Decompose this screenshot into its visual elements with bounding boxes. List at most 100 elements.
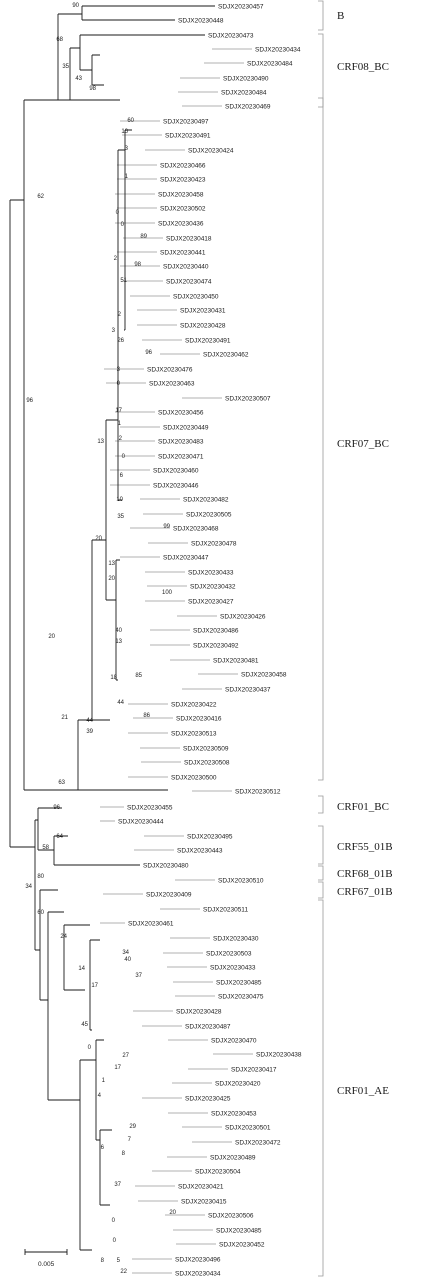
tree-branch [63,924,90,991]
tree-branch [39,889,58,1001]
leaf-label: SDJX20230457 [218,3,264,10]
tree-branch [69,47,120,101]
bootstrap-value: 14 [78,966,85,972]
leaf-label: SDJX20230480 [143,862,189,869]
bootstrap-value: 60 [37,910,44,916]
scale-bar: 0.005 [24,1249,68,1268]
bootstrap-value: 40 [124,957,131,963]
leaf-label: SDJX20230432 [190,583,236,590]
bootstrap-value: 0 [88,1045,92,1051]
leaf-label: SDJX20230502 [160,205,206,212]
leaf-label: SDJX20230458 [158,191,204,198]
tree-branch [9,199,35,848]
leaf-label: SDJX20230415 [181,1198,227,1205]
leaf-label: SDJX20230450 [173,293,219,300]
bootstrap-value: 51 [120,278,127,284]
leaf-label: SDJX20230473 [208,32,254,39]
tree-branch [91,539,110,721]
clade-bracket [318,825,324,865]
bootstrap-value: 35 [117,514,124,520]
leaf-label: SDJX20230420 [215,1080,261,1087]
leaf-label: SDJX20230476 [147,366,193,373]
leaf-label: SDJX20230446 [153,482,199,489]
tree-branch [77,719,168,791]
clade-label: CRF55_01B [337,841,393,853]
bootstrap-value: 89 [140,234,147,240]
bootstrap-value: 0 [113,1238,117,1244]
bootstrap-value: 96 [53,805,60,811]
leaf-label: SDJX20230444 [118,818,164,825]
tree-branch [79,34,205,71]
leaf-label: SDJX20230470 [211,1037,257,1044]
bootstrap-value: 13 [108,561,115,567]
bootstrap-value: 45 [81,1022,88,1028]
bootstrap-value: 1 [125,174,129,180]
bootstrap-value: 1 [118,421,122,427]
leaf-label: SDJX20230449 [163,424,209,431]
bootstrap-value: 18 [110,675,117,681]
tree-branch [34,819,40,951]
leaf-label: SDJX20230453 [211,1110,257,1117]
bootstrap-value: 4 [98,1093,102,1099]
clade-bracket [318,865,324,881]
bootstrap-value: 6 [101,1145,105,1151]
bootstrap-value: 3 [125,146,129,152]
leaf-label: SDJX20230421 [178,1183,224,1190]
leaf-label: SDJX20230426 [220,613,266,620]
leaf-label: SDJX20230440 [163,263,209,270]
tree-branch [117,149,125,501]
leaf-label: SDJX20230503 [206,950,252,957]
leaf-label: SDJX20230485 [216,1227,262,1234]
leaf-label: SDJX20230468 [173,525,219,532]
tree-branch [37,807,62,851]
bootstrap-value: 96 [145,350,152,356]
tree-branch [95,1039,104,1141]
bootstrap-value: 62 [37,194,44,200]
leaf-label: SDJX20230418 [166,235,212,242]
tree-branch [57,13,82,101]
leaf-label: SDJX20230489 [210,1154,256,1161]
leaf-label: SDJX20230509 [183,745,229,752]
leaf-label: SDJX20230427 [188,598,234,605]
bootstrap-value: 20 [95,536,102,542]
leaf-label: SDJX20230497 [163,118,209,125]
bootstrap-value: 21 [61,715,68,721]
bootstrap-value: 22 [120,1269,127,1275]
clade-label: CRF01_BC [337,801,389,813]
leaf-label: SDJX20230437 [225,686,271,693]
bootstrap-value: 90 [72,3,79,9]
bootstrap-value: 24 [60,934,67,940]
leaf-label: SDJX20230496 [175,1256,221,1263]
leaf-label: SDJX20230495 [187,833,233,840]
leaf-label: SDJX20230416 [176,715,222,722]
bootstrap-value: 44 [117,700,124,706]
bootstrap-value: 20 [48,634,55,640]
bootstrap-value: 85 [135,673,142,679]
leaf-label: SDJX20230511 [203,906,248,913]
bootstrap-value: 0 [116,210,120,216]
bootstrap-value: 10 [116,497,123,503]
leaf-label: SDJX20230482 [183,496,229,503]
bootstrap-value: 39 [86,729,93,735]
bootstrap-value: 29 [129,1124,136,1130]
bootstrap-value: 63 [58,780,65,786]
leaf-label: SDJX20230455 [127,804,173,811]
leaf-label: SDJX20230431 [180,307,226,314]
bootstrap-value: 13 [115,639,122,645]
clade-bracket [318,899,324,1277]
bootstrap-value: 2 [114,256,118,262]
leaf-label: SDJX20230434 [255,46,301,53]
bootstrap-value: 64 [56,834,63,840]
bootstrap-value: 0 [117,381,121,387]
tree-branch [81,5,215,21]
bootstrap-value: 2 [119,436,123,442]
leaf-label: SDJX20230474 [166,278,212,285]
clade-label: B [337,10,344,22]
tree-branch [91,54,104,86]
bootstrap-value: 58 [42,845,49,851]
bootstrap-value: 0 [122,454,126,460]
leaf-label: SDJX20230512 [235,788,281,795]
leaf-label: SDJX20230508 [184,759,230,766]
bootstrap-value: 7 [128,1137,132,1143]
leaf-label: SDJX20230505 [186,511,232,518]
